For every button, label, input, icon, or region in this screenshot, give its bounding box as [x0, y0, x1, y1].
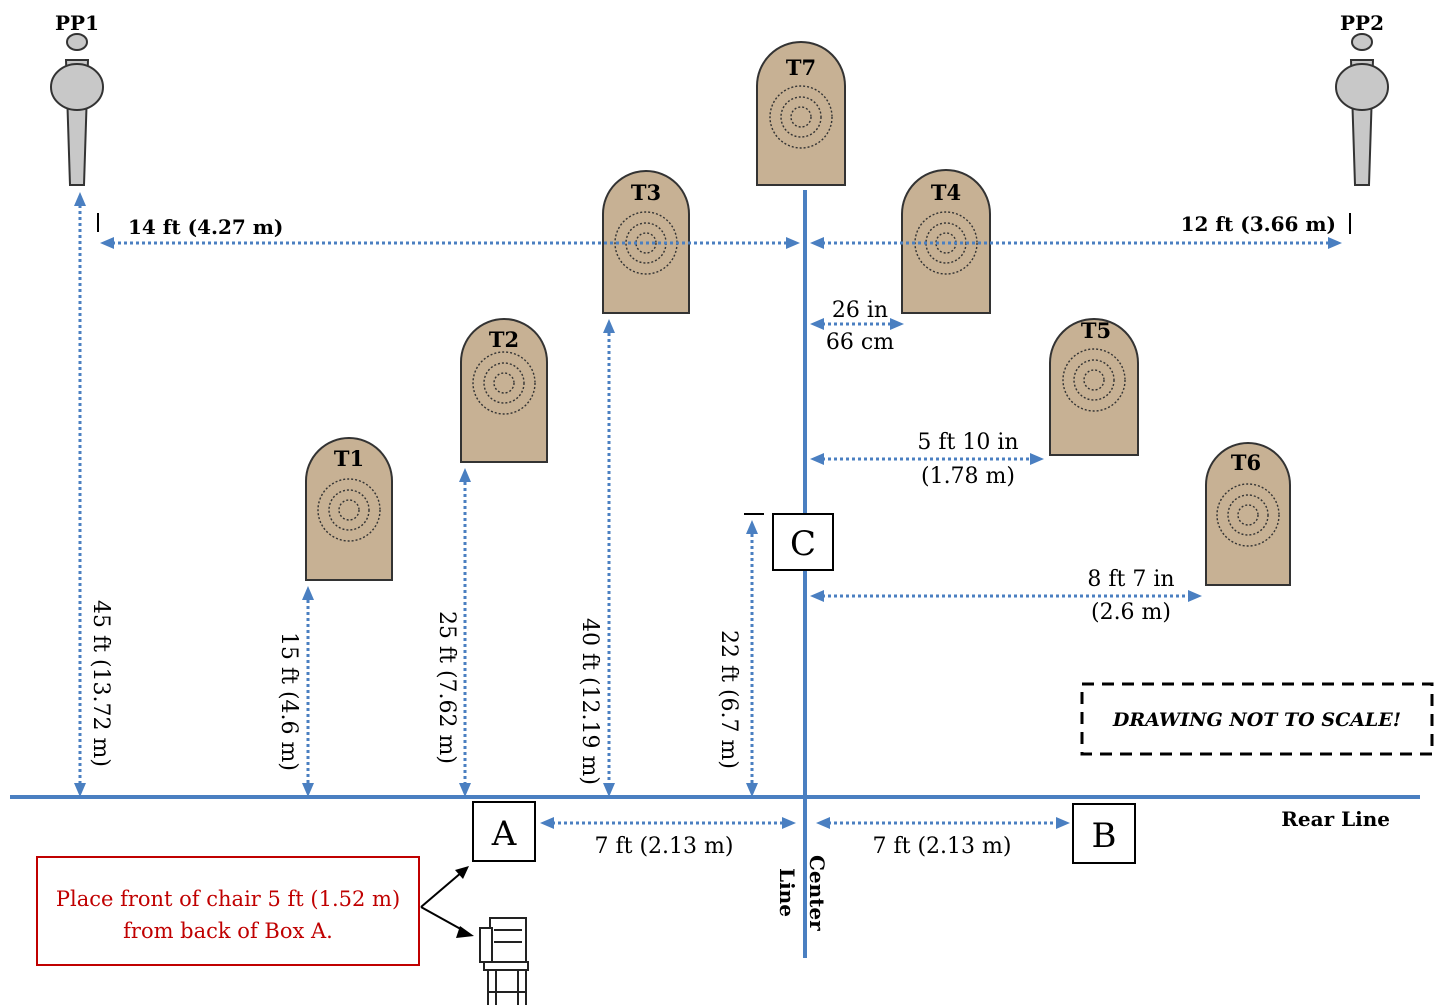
target-t7: T7 [756, 41, 846, 186]
target-t1: T1 [305, 437, 393, 581]
t4-label: T4 [931, 180, 961, 205]
pp1-label: PP1 [55, 11, 99, 35]
box-c-label: C [790, 524, 816, 564]
dimension-t6-offset: 8 ft 7 in (2.6 m) [810, 567, 1202, 625]
box-b: B [1072, 803, 1136, 864]
dimension-t1-depth: 15 ft (4.6 m) [276, 586, 314, 797]
box-a-label: A [491, 814, 517, 854]
pp2-label: PP2 [1340, 11, 1384, 35]
warning-text: DRAWING NOT TO SCALE! [1112, 709, 1401, 731]
dimension-t5-offset: 5 ft 10 in (1.78 m) [810, 430, 1044, 489]
box-c: C [772, 513, 834, 571]
box-b-label: B [1092, 816, 1117, 856]
dimension-pp2-center: 12 ft (3.66 m) [810, 212, 1351, 249]
chair-note: Place front of chair 5 ft (1.52 m) from … [36, 856, 420, 966]
t3-depth-label: 40 ft (12.19 m) [577, 618, 602, 785]
dimension-pp1-center: 14 ft (4.27 m) [97, 213, 800, 249]
dimension-t4-offset: 26 in 66 cm [810, 298, 904, 355]
target-t4: T4 [901, 169, 991, 314]
t6-offset-line1: 8 ft 7 in [1087, 567, 1174, 592]
t5-label: T5 [1081, 318, 1111, 343]
note-line2: from back of Box A. [123, 919, 333, 943]
rear-line-label: Rear Line [1281, 807, 1390, 831]
center-line-label-1: Center [805, 855, 829, 931]
note-arrows [420, 866, 474, 938]
dimension-pp1-depth: 45 ft (13.72 m) [74, 192, 113, 797]
c-depth-label: 22 ft (6.7 m) [716, 630, 741, 769]
pp1-depth-label: 45 ft (13.72 m) [88, 600, 113, 767]
pp2-center-label: 12 ft (3.66 m) [1181, 212, 1336, 236]
target-t2: T2 [460, 318, 548, 463]
note-line1: Place front of chair 5 ft (1.52 m) [56, 887, 400, 911]
center-line-label-2: Line [775, 868, 799, 917]
dimension-a-center: 7 ft (2.13 m) [540, 817, 796, 859]
t7-label: T7 [786, 55, 816, 80]
dimension-t3-depth: 40 ft (12.19 m) [577, 319, 615, 797]
t5-offset-line2: (1.78 m) [921, 464, 1015, 489]
t3-label: T3 [631, 180, 661, 205]
pp1-center-label: 14 ft (4.27 m) [128, 215, 283, 239]
dimension-t2-depth: 25 ft (7.62 m) [434, 468, 471, 797]
dimension-b-center: 7 ft (2.13 m) [816, 817, 1070, 859]
b-center-label: 7 ft (2.13 m) [873, 834, 1012, 859]
t1-label: T1 [334, 446, 364, 471]
chair-icon [479, 917, 529, 1005]
target-t5: T5 [1049, 318, 1139, 456]
post-pp2: PP2 [1335, 11, 1389, 186]
not-to-scale-warning: DRAWING NOT TO SCALE! [1080, 682, 1434, 756]
target-t6: T6 [1205, 442, 1291, 586]
post-pp1: PP1 [50, 11, 104, 186]
t2-depth-label: 25 ft (7.62 m) [434, 611, 459, 764]
t2-label: T2 [489, 327, 519, 352]
t6-offset-line2: (2.6 m) [1091, 600, 1171, 625]
box-a: A [472, 801, 536, 862]
t6-label: T6 [1231, 450, 1261, 475]
t5-offset-line1: 5 ft 10 in [917, 430, 1018, 455]
t1-depth-label: 15 ft (4.6 m) [276, 632, 301, 771]
t4-offset-line2: 66 cm [826, 330, 894, 355]
t4-offset-line1: 26 in [832, 298, 888, 323]
a-center-label: 7 ft (2.13 m) [595, 834, 734, 859]
dimension-c-depth: 22 ft (6.7 m) [716, 513, 764, 797]
